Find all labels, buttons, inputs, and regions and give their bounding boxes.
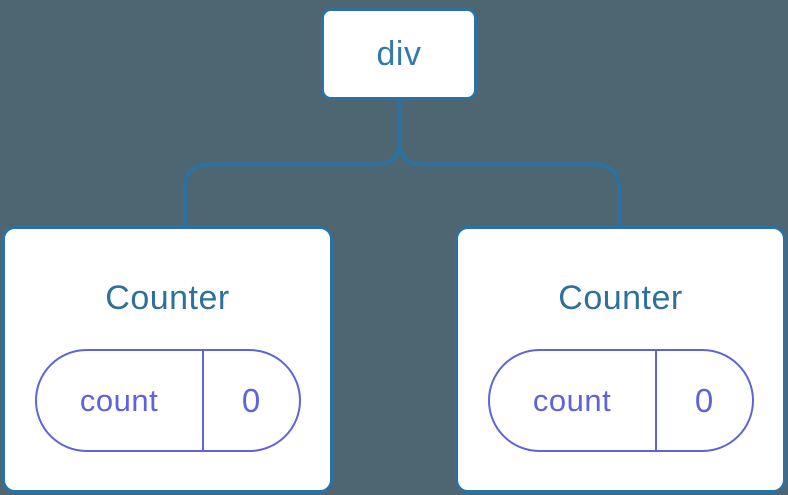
counter-component-card-left: Counter count 0 <box>2 226 333 493</box>
state-value-section: 0 <box>204 351 299 450</box>
component-name-label: Counter <box>558 279 683 317</box>
state-key-section: count <box>490 351 657 450</box>
state-value-label: 0 <box>241 381 261 419</box>
connector-right-branch-line <box>397 140 621 227</box>
state-key-label: count <box>79 382 159 418</box>
state-value-section: 0 <box>657 351 752 450</box>
state-value-label: 0 <box>694 381 714 419</box>
component-name-label: Counter <box>105 279 230 317</box>
state-key-label: count <box>532 382 612 418</box>
state-key-section: count <box>37 351 204 450</box>
root-node-label: div <box>376 34 422 73</box>
state-pill: count 0 <box>34 349 301 452</box>
connector-left-branch-line <box>183 140 402 227</box>
tree-root-node-div: div <box>321 8 477 100</box>
state-pill: count 0 <box>487 349 754 452</box>
counter-component-card-right: Counter count 0 <box>455 226 786 493</box>
